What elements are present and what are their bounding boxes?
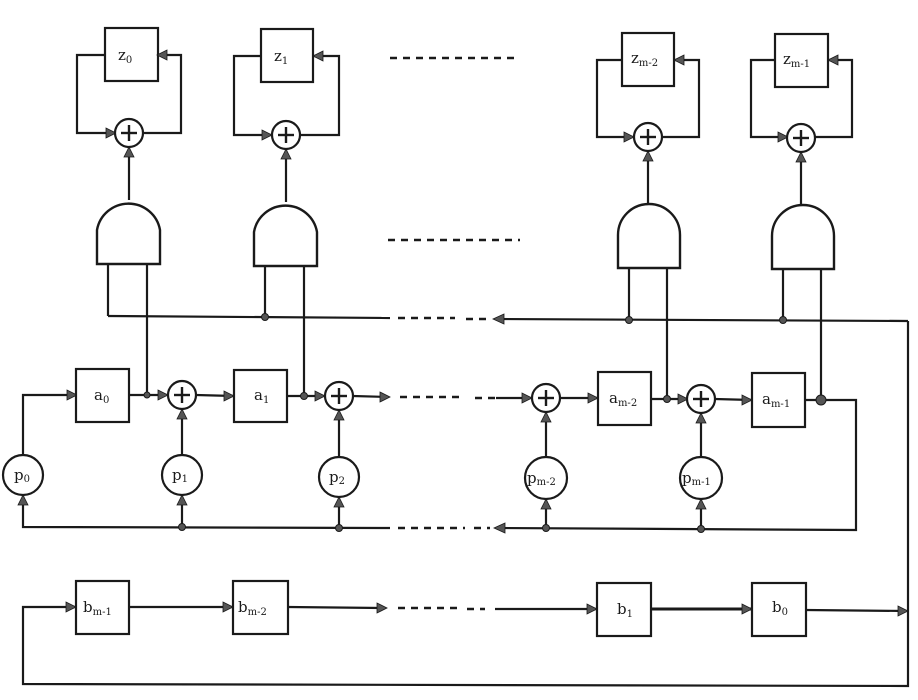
arrow-icon — [123, 146, 135, 158]
arrow-icon — [223, 390, 235, 402]
a-label-m-1: am-1 — [762, 390, 790, 410]
wire — [749, 58, 788, 139]
junction-dot — [815, 394, 827, 406]
p-coeff-1: p1 — [160, 453, 204, 497]
p-label-m-1: pm-1 — [682, 469, 711, 488]
arrow-icon — [314, 390, 326, 402]
b-register-m-2 — [231, 579, 290, 636]
z-label-1: z1 — [274, 47, 288, 67]
arrow-icon — [587, 392, 599, 404]
arrow-icon — [379, 391, 391, 403]
b-register-0 — [750, 581, 808, 638]
arrow-icon — [492, 313, 505, 325]
arrow-icon — [176, 494, 188, 506]
and-gate-0 — [95, 202, 162, 266]
arrow-icon — [777, 131, 789, 143]
arrow-icon — [493, 522, 506, 534]
arrow-icon — [176, 408, 188, 420]
junction-dot — [542, 524, 550, 532]
junction-dot — [335, 524, 343, 532]
p-label-0: p0 — [14, 466, 30, 485]
b-label-0: b0 — [772, 598, 788, 618]
wire — [232, 54, 272, 137]
wire — [299, 54, 341, 137]
arrow-icon — [261, 129, 273, 141]
a-register-m-2 — [596, 370, 653, 427]
arrow-icon — [521, 392, 533, 404]
arrow-icon — [623, 131, 635, 143]
arrow-icon — [540, 411, 552, 423]
arrow-icon — [156, 49, 168, 61]
junction-dot — [625, 316, 633, 324]
arrow-icon — [66, 389, 78, 401]
junction-dot — [178, 523, 186, 531]
a-register-m-1 — [750, 371, 807, 429]
arrow-icon — [376, 602, 388, 614]
arrow-icon — [105, 127, 117, 139]
a-label-1: a1 — [254, 386, 269, 406]
z-label-m-2: zm-2 — [631, 49, 658, 69]
arrow-icon — [222, 601, 234, 613]
arrow-icon — [333, 496, 345, 508]
arrow-icon — [333, 409, 345, 421]
z-cell-m-2: zm-2 — [595, 31, 701, 205]
and-gate-1 — [252, 204, 319, 268]
z-register-m-1 — [773, 32, 830, 89]
junction-dot — [143, 391, 151, 399]
arrow-icon — [673, 54, 685, 66]
and-gate-m-2 — [616, 202, 682, 270]
z-cell-1: z1 — [232, 27, 341, 202]
arrow-icon — [695, 412, 707, 424]
z-cell-m-1: zm-1 — [749, 32, 854, 205]
arrow-icon — [642, 150, 654, 162]
arrow-icon — [312, 50, 324, 62]
b-label-1: b1 — [617, 600, 633, 620]
p-coeff-m-2: pm-2 — [523, 455, 569, 501]
a-register-1 — [232, 368, 289, 424]
arrow-icon — [897, 605, 909, 617]
arrow-icon — [695, 498, 707, 510]
z-register-1 — [259, 27, 315, 84]
arrow-icon — [586, 603, 598, 615]
b-label-m-1: bm-1 — [83, 598, 112, 618]
wire — [815, 58, 854, 139]
arrow-icon — [157, 389, 169, 401]
junction-dot — [697, 525, 705, 533]
arrow-icon — [795, 151, 807, 163]
arrow-icon — [280, 148, 292, 160]
b-bus — [107, 314, 391, 320]
a-label-m-2: am-2 — [609, 389, 637, 409]
junction-dot — [663, 395, 671, 403]
wire — [662, 58, 701, 139]
p-coeff-0: p0 — [1, 453, 45, 497]
arrow-icon — [540, 498, 552, 510]
wire — [142, 53, 183, 135]
p-coeff-2: p2 — [317, 455, 361, 499]
p-label-m-2: pm-2 — [527, 469, 556, 488]
arrow-icon — [741, 603, 753, 615]
junction-dot — [261, 313, 269, 321]
and-gate-m-1 — [770, 203, 836, 271]
arrow-icon — [65, 601, 77, 613]
p-label-2: p2 — [329, 468, 345, 487]
wire — [75, 53, 116, 135]
arrow-icon — [741, 394, 753, 406]
a-label-0: a0 — [94, 386, 109, 406]
arrow-icon — [827, 54, 839, 66]
b-label-m-2: bm-2 — [238, 598, 267, 618]
p-coeff-m-1: pm-1 — [678, 455, 724, 501]
z-cell-0: z0 — [75, 26, 183, 200]
wire — [595, 58, 634, 139]
junction-dot — [779, 316, 787, 324]
arrow-icon — [17, 494, 29, 506]
z-register-m-2 — [620, 31, 676, 88]
b-register-1 — [595, 581, 653, 638]
p-label-1: p1 — [172, 466, 188, 485]
z-label-0: z0 — [118, 46, 132, 66]
junction-dot — [300, 392, 308, 400]
z-label-m-1: zm-1 — [783, 50, 810, 70]
b-bus — [495, 317, 909, 323]
arrow-icon — [677, 393, 689, 405]
